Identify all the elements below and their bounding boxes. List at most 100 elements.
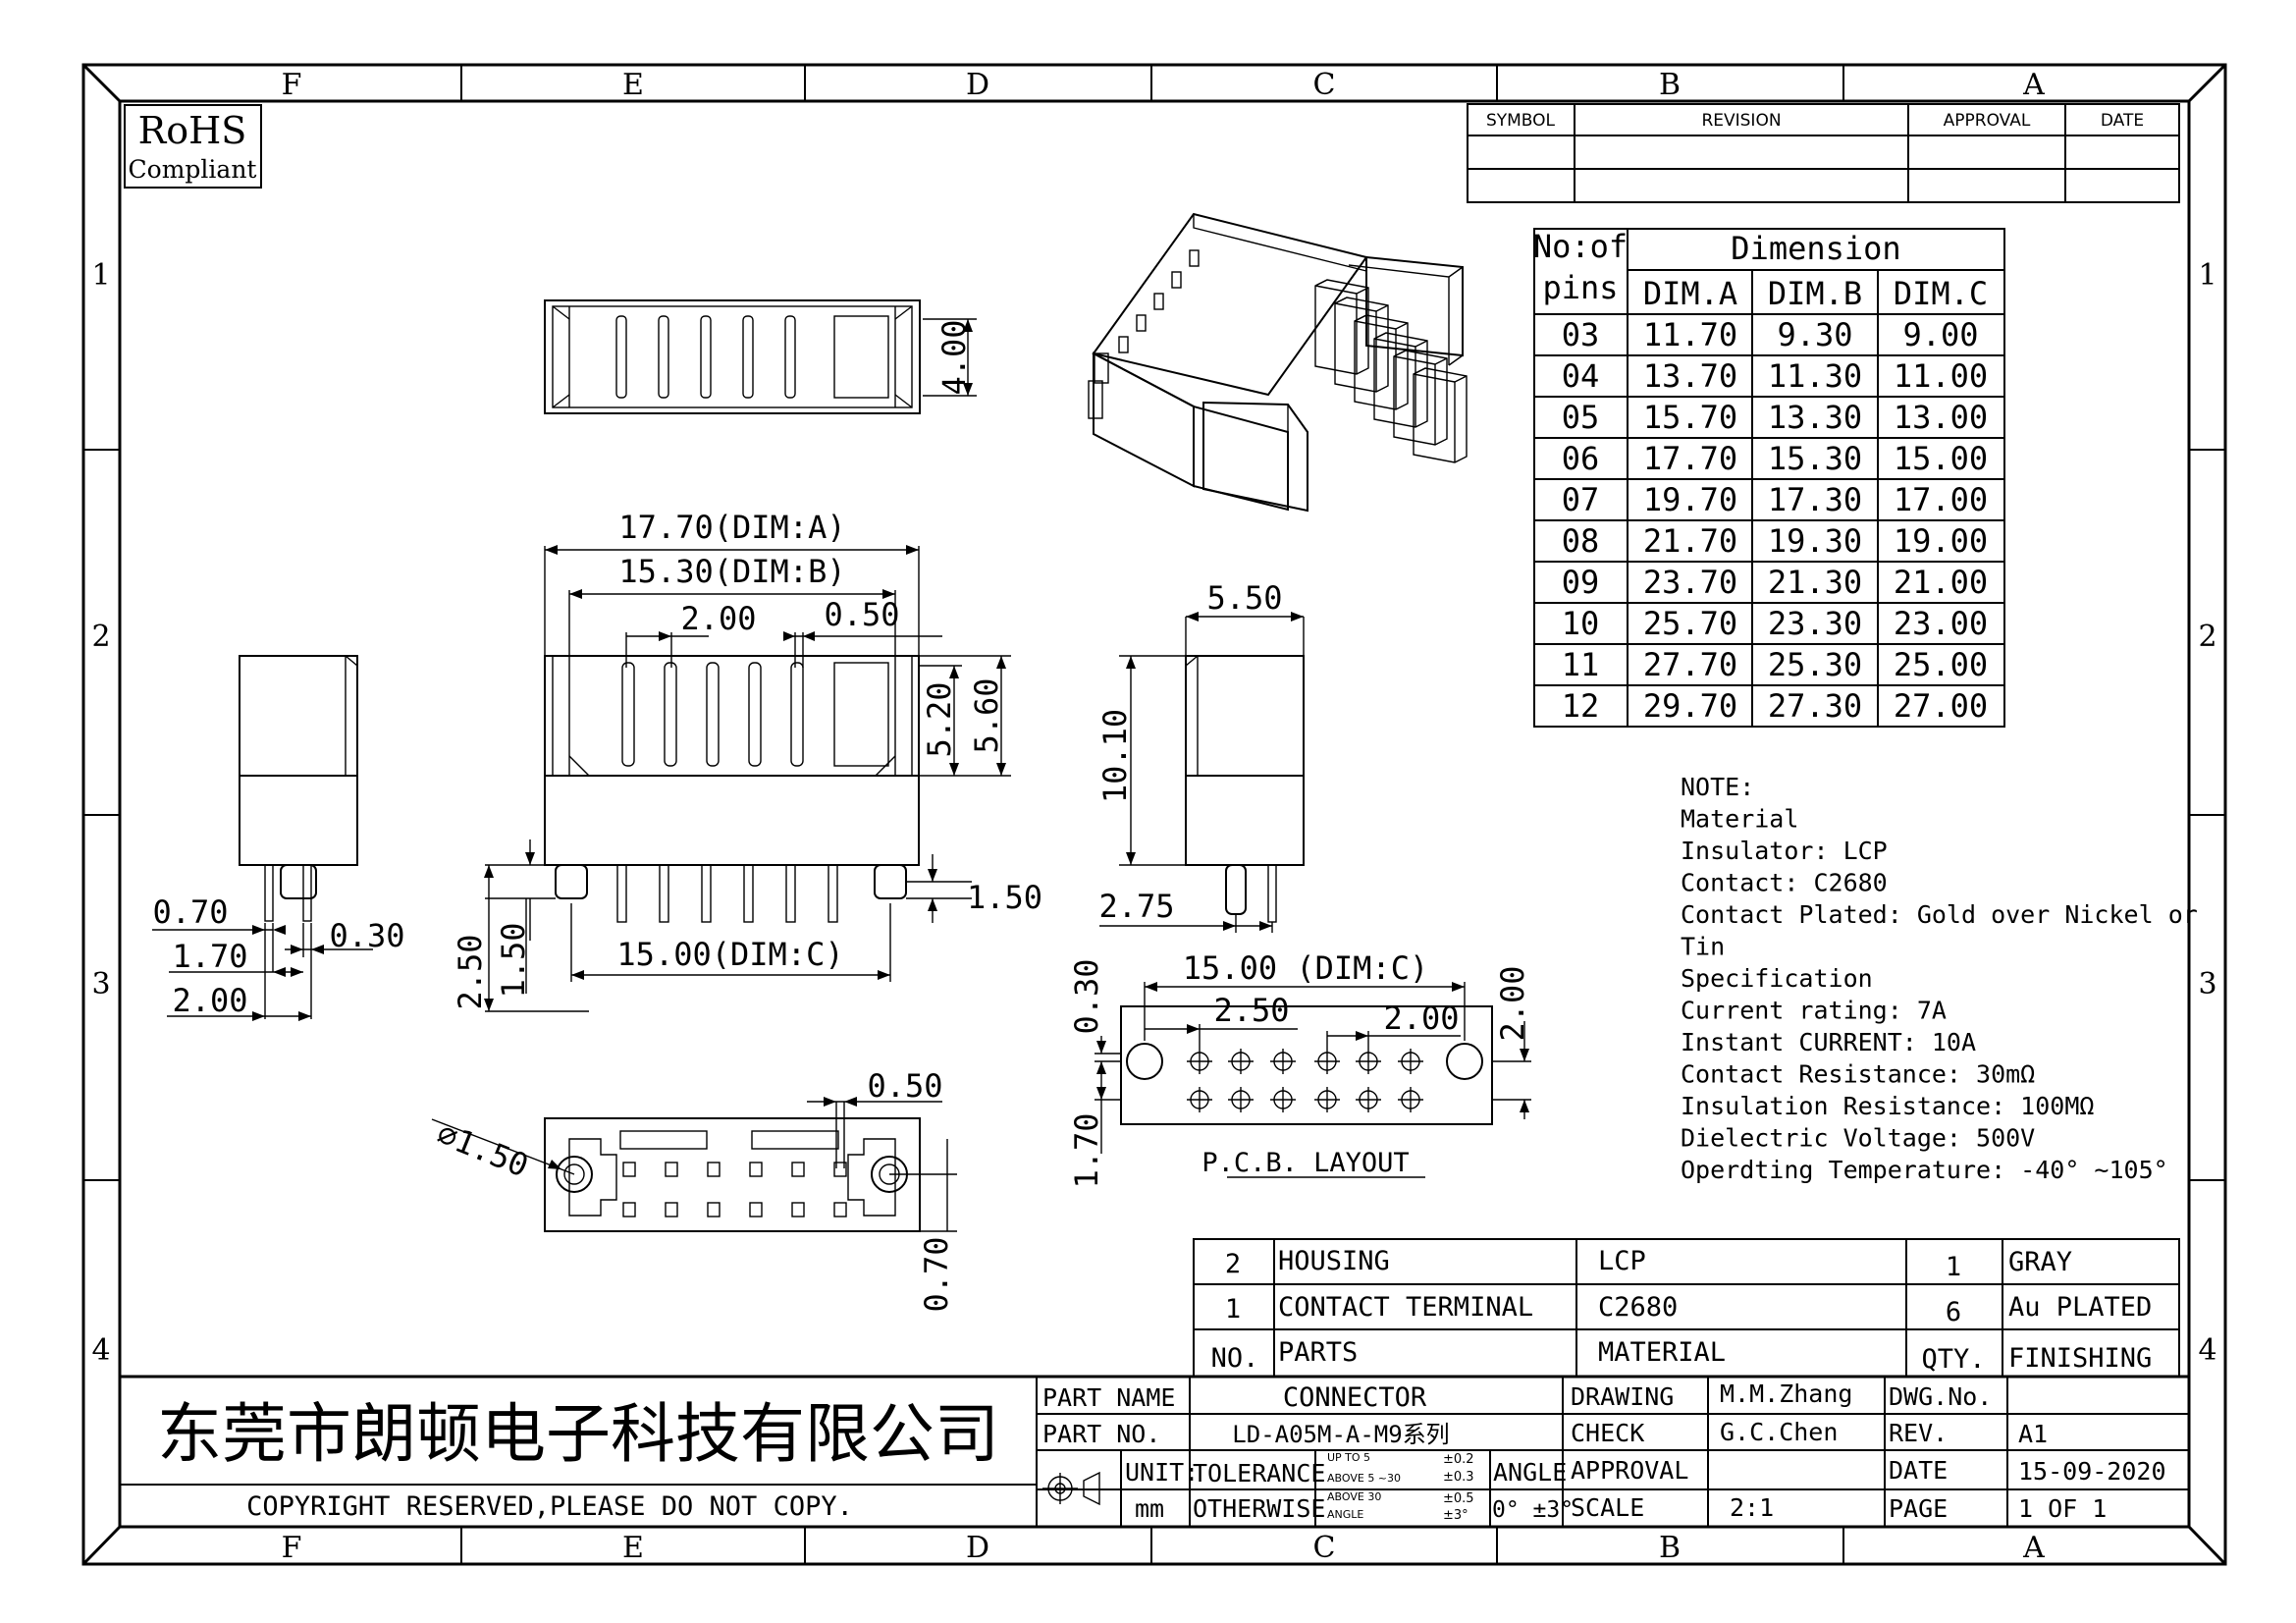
bom-row1-qty: 1 (1946, 1252, 1961, 1282)
note-line: Contact Resistance: 30mΩ (1681, 1060, 2035, 1089)
dim-side-200-label: 2.00 (172, 982, 247, 1019)
side-view-left: 0.70 0.30 1.70 2.00 (152, 655, 405, 1021)
dimension-cell: 19.30 (1768, 522, 1862, 560)
dim-side-070-label: 0.70 (152, 893, 228, 931)
isometric-view (1088, 212, 1468, 513)
dimension-cell: 10 (1562, 605, 1600, 642)
col-label-a-top: A (2022, 68, 2045, 102)
dim-560-label: 5.60 (968, 677, 1005, 753)
col-label-c-top: C (1313, 68, 1336, 102)
side-view-right: 5.50 10.10 2.75 (1096, 579, 1305, 933)
part-no-value: LD-A05M-A-M9系列 (1232, 1421, 1449, 1448)
note-line: Insulator: LCP (1681, 837, 1888, 865)
date-label: DATE (1889, 1456, 1948, 1485)
tolerance-above30: ABOVE 30 (1327, 1490, 1381, 1503)
dimension-cell: 27.00 (1894, 687, 1988, 725)
note-line: Contact: C2680 (1681, 869, 1888, 897)
dim-right-275-label: 2.75 (1098, 888, 1174, 925)
row-label-3-left: 3 (91, 967, 110, 1001)
dimension-cell: 13.30 (1768, 399, 1862, 436)
tolerance-v4: ±3° (1443, 1508, 1468, 1523)
dim-bottom-dia-label: ∅1.50 (432, 1114, 534, 1184)
dim-pitch-label: 2.00 (680, 600, 756, 637)
dimension-cell: 15.00 (1894, 440, 1988, 477)
company-name: 东莞市朗顿电子科技有限公司 (157, 1396, 999, 1472)
tolerance-above5: ABOVE 5 ~30 (1327, 1472, 1401, 1485)
dimension-cell: 15.70 (1643, 399, 1737, 436)
bom-row2-no: 1 (1225, 1294, 1241, 1325)
angle-label: ANGLE (1493, 1458, 1567, 1487)
col-label-f-bottom: F (282, 1531, 302, 1565)
dimension-cell: 09 (1562, 564, 1600, 601)
dim-250-label: 2.50 (452, 934, 489, 1009)
dimension-cell: 12 (1562, 687, 1600, 725)
page-label: PAGE (1889, 1494, 1948, 1523)
dimension-cell: 03 (1562, 316, 1600, 353)
bom-row1-no: 2 (1225, 1249, 1241, 1279)
dimension-table: No:of pins Dimension DIM.A DIM.B DIM.C 0… (1533, 228, 2005, 728)
part-name-value: CONNECTOR (1283, 1382, 1427, 1413)
dim-pcb-170-label: 1.70 (1068, 1112, 1105, 1188)
bom-table: 2 HOUSING LCP 1 GRAY 1 CONTACT TERMINAL … (1193, 1238, 2180, 1378)
dimension-cell: 21.00 (1894, 564, 1988, 601)
copyright-notice: COPYRIGHT RESERVED,PLEASE DO NOT COPY. (246, 1491, 853, 1522)
dimension-cell: 25.70 (1643, 605, 1737, 642)
dim-side-170-label: 1.70 (172, 938, 247, 975)
dim-side-030-label: 0.30 (329, 917, 404, 954)
dimension-cell: 15.30 (1768, 440, 1862, 477)
col-label-e-bottom: E (622, 1531, 644, 1565)
dimension-cell: 9.30 (1777, 316, 1852, 353)
date-value: 15-09-2020 (2018, 1457, 2166, 1486)
pcb-layout: 15.00 (DIM:C) 2.50 2.00 2.00 0.30 1.70 P… (1068, 949, 1531, 1189)
dimension-cell: 21.30 (1768, 564, 1862, 601)
dimension-header-pins-1: No:of (1533, 228, 1628, 265)
dimension-cell: 17.00 (1894, 481, 1988, 518)
rohs-title: RoHS (138, 109, 247, 152)
dimension-cell: 11.00 (1894, 357, 1988, 395)
dimension-cell: 19.00 (1894, 522, 1988, 560)
dimension-cell: 27.30 (1768, 687, 1862, 725)
dimension-cell: 23.30 (1768, 605, 1862, 642)
dimension-cell: 05 (1562, 399, 1600, 436)
dimension-cell: 11.70 (1643, 316, 1737, 353)
note-line: Operdting Temperature: -40° ~105° (1681, 1156, 2168, 1184)
revision-header-revision: REVISION (1701, 111, 1781, 131)
revision-header-approval: APPROVAL (1944, 111, 2031, 131)
part-no-label: PART NO. (1042, 1420, 1160, 1448)
scale-label: SCALE (1571, 1493, 1644, 1522)
tolerance-up5: UP TO 5 (1327, 1451, 1370, 1464)
note-line: Current rating: 7A (1681, 997, 1947, 1025)
dimension-cell: 13.70 (1643, 357, 1737, 395)
bom-header-no: NO. (1211, 1343, 1259, 1374)
bom-row2-qty: 6 (1946, 1297, 1961, 1327)
dimension-cell: 19.70 (1643, 481, 1737, 518)
scale-value: 2:1 (1730, 1493, 1774, 1522)
dimension-cell: 29.70 (1643, 687, 1737, 725)
col-label-e-top: E (622, 68, 644, 102)
unit-value: mm (1135, 1494, 1164, 1523)
bom-row1-material: LCP (1598, 1246, 1646, 1276)
rohs-subtitle: Compliant (129, 155, 257, 184)
dim-bottom-070-label: 0.70 (918, 1236, 955, 1312)
dimension-cell: 25.00 (1894, 646, 1988, 683)
col-label-d-top: D (966, 68, 989, 102)
col-label-c-bottom: C (1313, 1531, 1336, 1565)
revision-header-symbol: SYMBOL (1486, 111, 1556, 131)
dimension-cell: 9.00 (1902, 316, 1978, 353)
dim-a-label: 17.70(DIM:A) (618, 509, 845, 546)
projection-symbol-icon (1042, 1471, 1100, 1506)
col-label-b-top: B (1659, 68, 1681, 102)
page-value: 1 OF 1 (2018, 1494, 2107, 1523)
part-name-label: PART NAME (1042, 1383, 1175, 1412)
sheet-frame: F E D C B A F E D C B A 1 2 3 4 1 2 3 4 (81, 63, 2227, 1566)
revision-table: SYMBOL REVISION APPROVAL DATE (1467, 103, 2180, 203)
tolerance-label: TOLERANCE (1193, 1459, 1325, 1488)
drawing-label: DRAWING (1571, 1382, 1674, 1411)
dim-gap-label: 0.50 (824, 596, 899, 633)
approval-label: APPROVAL (1571, 1456, 1688, 1485)
dim-pcb-dimc-label: 15.00 (DIM:C) (1183, 949, 1428, 987)
dimension-header-group: Dimension (1731, 230, 1900, 267)
check-label: CHECK (1571, 1419, 1644, 1447)
dim-pcb-200b-label: 2.00 (1494, 965, 1531, 1041)
